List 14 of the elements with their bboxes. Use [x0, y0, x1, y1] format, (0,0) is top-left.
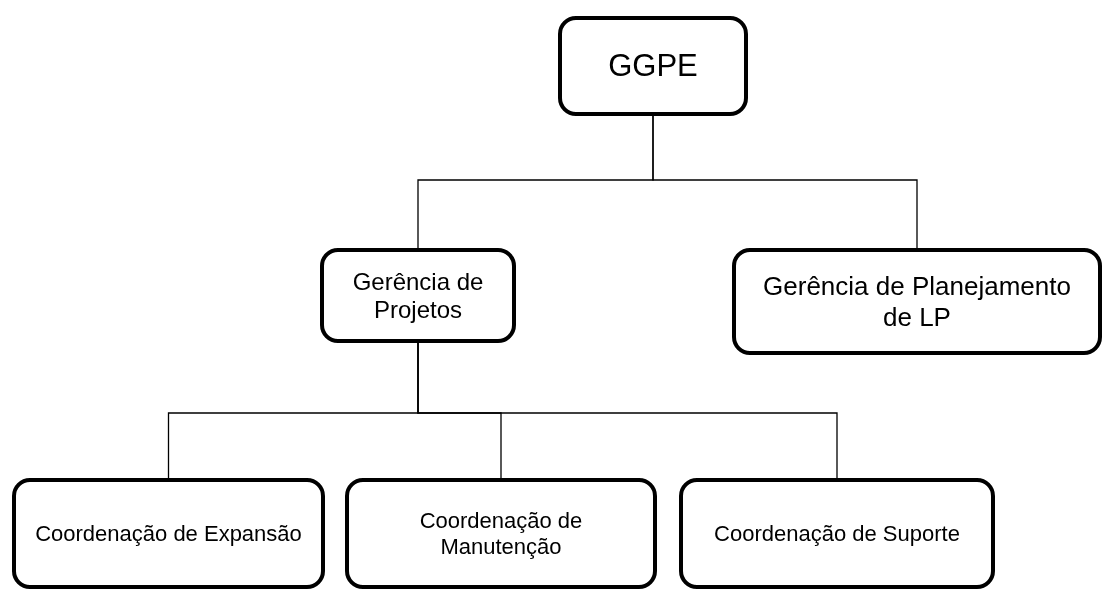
box-label: GGPE	[607, 48, 699, 84]
box-label: Coordenação de Suporte	[713, 520, 961, 547]
org-box	[320, 248, 516, 343]
box-label: Coordenação de Expansão	[34, 520, 303, 547]
box-label: Gerência de Projetos	[351, 267, 485, 324]
org-box	[732, 248, 1102, 355]
box-label: Gerência de Planejamento de LP	[762, 270, 1072, 333]
org-box	[12, 478, 325, 589]
connector-line	[417, 342, 838, 479]
connector-line	[652, 115, 918, 249]
org-box	[345, 478, 657, 589]
org-box	[679, 478, 995, 589]
box-label: Coordenação de Manutenção	[418, 507, 584, 560]
org-box	[558, 16, 748, 116]
